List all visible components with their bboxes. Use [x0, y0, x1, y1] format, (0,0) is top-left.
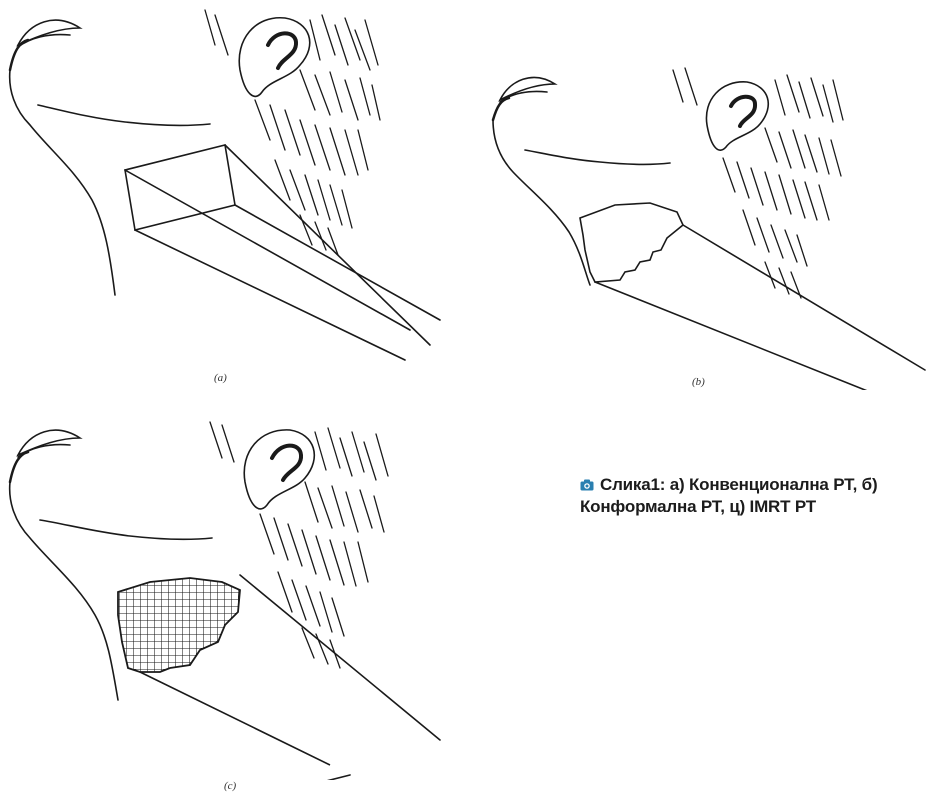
panel-b-conformal: [485, 40, 937, 390]
panel-c-drawing: [0, 410, 460, 780]
caption-text: Слика1: а) Конвенционална РТ, б) Конформ…: [580, 475, 877, 516]
panel-a-drawing: [0, 0, 460, 380]
figure-caption: Слика1: а) Конвенционална РТ, б) Конформ…: [580, 474, 930, 518]
panel-b-drawing: [485, 40, 937, 390]
panel-a-conventional: [0, 0, 460, 380]
camera-icon: [580, 479, 594, 491]
panel-c-imrt: [0, 410, 460, 780]
panel-b-label: (b): [692, 376, 705, 388]
panel-c-label: (c): [224, 780, 236, 792]
panel-a-label: (a): [214, 372, 227, 384]
